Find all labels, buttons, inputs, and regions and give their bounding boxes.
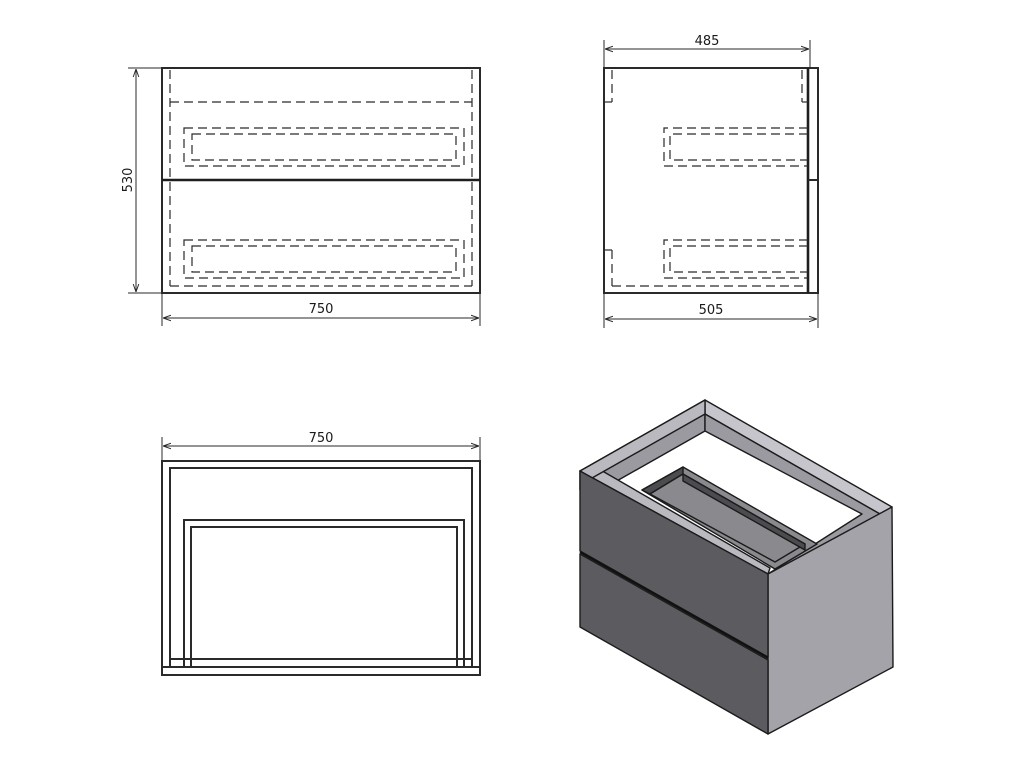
- hidden-upper-drawer-inner: [191, 133, 457, 161]
- top-drawer-inner: [190, 526, 458, 667]
- iso-drawer-inner-side: [682, 473, 806, 551]
- height-label: 530: [121, 168, 136, 193]
- depth-top-label: 485: [695, 34, 720, 49]
- top-inner-carcass: [169, 467, 473, 667]
- side-view: 485 505: [603, 34, 819, 328]
- top-view: 750: [161, 431, 481, 676]
- top-outline: [161, 460, 481, 676]
- hidden-upper-drawer-side: [663, 127, 808, 167]
- side-outline: [603, 67, 819, 294]
- top-drawer-outer: [183, 519, 465, 667]
- front-width-label: 750: [309, 302, 334, 317]
- hidden-upper-drawer-outer: [183, 127, 465, 167]
- isometric-view: [579, 399, 894, 735]
- iso-drawer-gap: [579, 550, 769, 660]
- top-width-label: 750: [309, 431, 334, 446]
- hidden-lower-drawer-outer: [183, 239, 465, 279]
- hidden-lower-drawer-inner: [191, 245, 457, 273]
- depth-bottom-label: 505: [699, 303, 724, 318]
- front-view: 530 750: [121, 67, 481, 326]
- hidden-lower-drawer-side: [663, 239, 808, 279]
- iso-lower-drawer-front: [579, 553, 769, 735]
